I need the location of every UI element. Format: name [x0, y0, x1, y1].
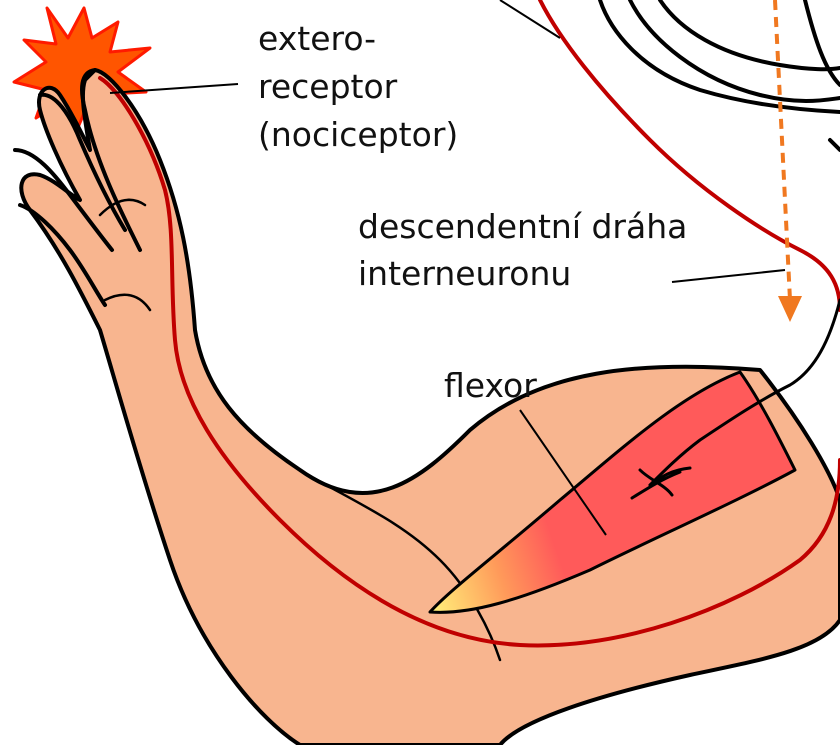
- spinal-outline-1: [600, 0, 840, 112]
- arrow-down-icon: [778, 296, 802, 322]
- leader-pathway: [672, 270, 785, 282]
- label-pathway-line2: interneuronu: [358, 254, 571, 293]
- spinal-outline-5: [830, 140, 840, 150]
- label-receptor-line1: extero-: [258, 19, 376, 58]
- label-receptor-line3: (nociceptor): [258, 115, 458, 154]
- descending-pathway: [775, 0, 790, 300]
- label-receptor-line2: receptor: [258, 67, 398, 106]
- label-flexor: flexor: [444, 366, 537, 405]
- spinal-outline-4: [805, 0, 840, 85]
- label-pathway-line1: descendentní dráha: [358, 207, 687, 246]
